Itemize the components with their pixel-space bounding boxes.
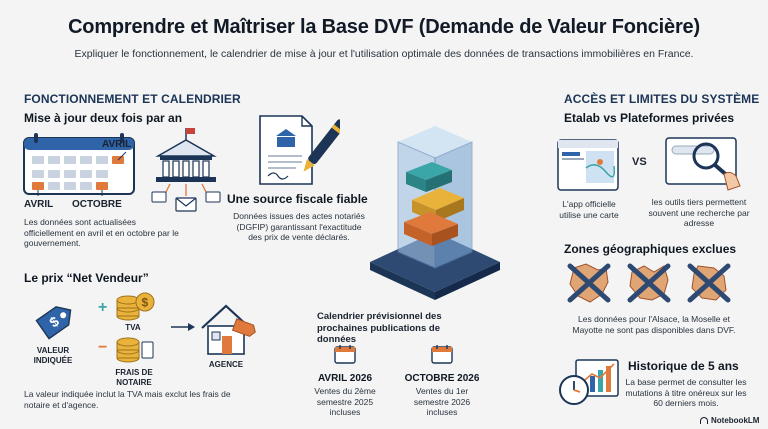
zones-text: Les données pour l'Alsace, la Moselle et…	[572, 314, 736, 335]
label-avril-top: AVRIL	[102, 139, 132, 150]
calendar-forecast-title: Calendrier prévisionnel des prochaines p…	[317, 311, 442, 345]
svg-text:$: $	[142, 296, 149, 310]
agency-house-icon	[198, 300, 256, 358]
price-text: La valeur indiquée inclut la TVA mais ex…	[24, 389, 231, 410]
notarial-document-icon	[256, 112, 340, 188]
notebooklm-logo-icon	[700, 417, 708, 424]
notary-coins-icon	[114, 334, 156, 364]
government-building-icon	[150, 126, 222, 214]
page-subtitle: Expliquer le fonctionnement, le calendri…	[74, 48, 694, 60]
excluded-zone-icon-1	[564, 260, 614, 306]
label-agence: AGENCE	[208, 360, 244, 369]
update-heading: Mise à jour deux fois par an	[24, 111, 183, 125]
source-heading: Une source fiscale fiable	[227, 192, 368, 206]
label-tva: TVA	[125, 323, 141, 332]
etalab-heading: Etalab vs Plateformes privées	[564, 111, 735, 125]
section-title-acces: ACCÈS ET LIMITES DU SYSTÈME	[564, 92, 760, 106]
etalab-text-right: les outils tiers permettent souvent une …	[648, 197, 750, 228]
calendar-icon	[22, 130, 147, 198]
section-title-fonctionnement: FONCTIONNEMENT ET CALENDRIER	[24, 92, 241, 106]
brand-label: NotebookLM	[711, 416, 760, 425]
october-2026-text: Ventes du 1er semestre 2026 incluses	[413, 386, 471, 417]
label-valeur: VALEUR INDIQUÉE	[33, 346, 73, 365]
label-octobre: OCTOBRE	[72, 199, 122, 210]
excluded-zone-icon-2	[624, 260, 674, 306]
official-app-icon	[556, 138, 620, 192]
history-chart-clock-icon	[558, 356, 620, 408]
minus-sign: −	[98, 339, 108, 356]
footer-brand: NotebookLM	[700, 416, 759, 425]
database-server-icon	[360, 112, 510, 302]
calendar-april-icon	[334, 344, 356, 364]
coins-icon: $	[114, 288, 156, 322]
october-2026-title: OCTOBRE 2026	[404, 373, 480, 384]
price-tag-icon: $	[30, 296, 80, 346]
label-avril: AVRIL	[24, 199, 54, 210]
vs-label: VS	[632, 156, 647, 168]
search-magnifier-icon	[658, 128, 744, 192]
label-frais: FRAIS DE NOTAIRE	[115, 368, 153, 387]
april-2026-text: Ventes du 2ème semestre 2025 incluses	[314, 386, 376, 417]
plus-sign: +	[98, 299, 108, 316]
page-title: Comprendre et Maîtriser la Base DVF (Dem…	[68, 16, 700, 38]
source-text: Données issues des actes notariés (DGFIP…	[233, 211, 365, 242]
arrow-icon	[170, 322, 196, 332]
excluded-zone-icon-3	[684, 260, 734, 306]
update-text: Les données sont actualisées officiellem…	[24, 217, 179, 248]
april-2026-title: AVRIL 2026	[317, 373, 373, 384]
etalab-text-left: L'app officielle utilise une carte	[559, 199, 619, 220]
history-text: La base permet de consulter les mutation…	[625, 377, 747, 408]
calendar-october-icon	[431, 344, 453, 364]
price-heading: Le prix “Net Vendeur”	[24, 271, 149, 285]
history-heading: Historique de 5 ans	[628, 359, 739, 373]
zones-heading: Zones géographiques exclues	[564, 242, 737, 256]
